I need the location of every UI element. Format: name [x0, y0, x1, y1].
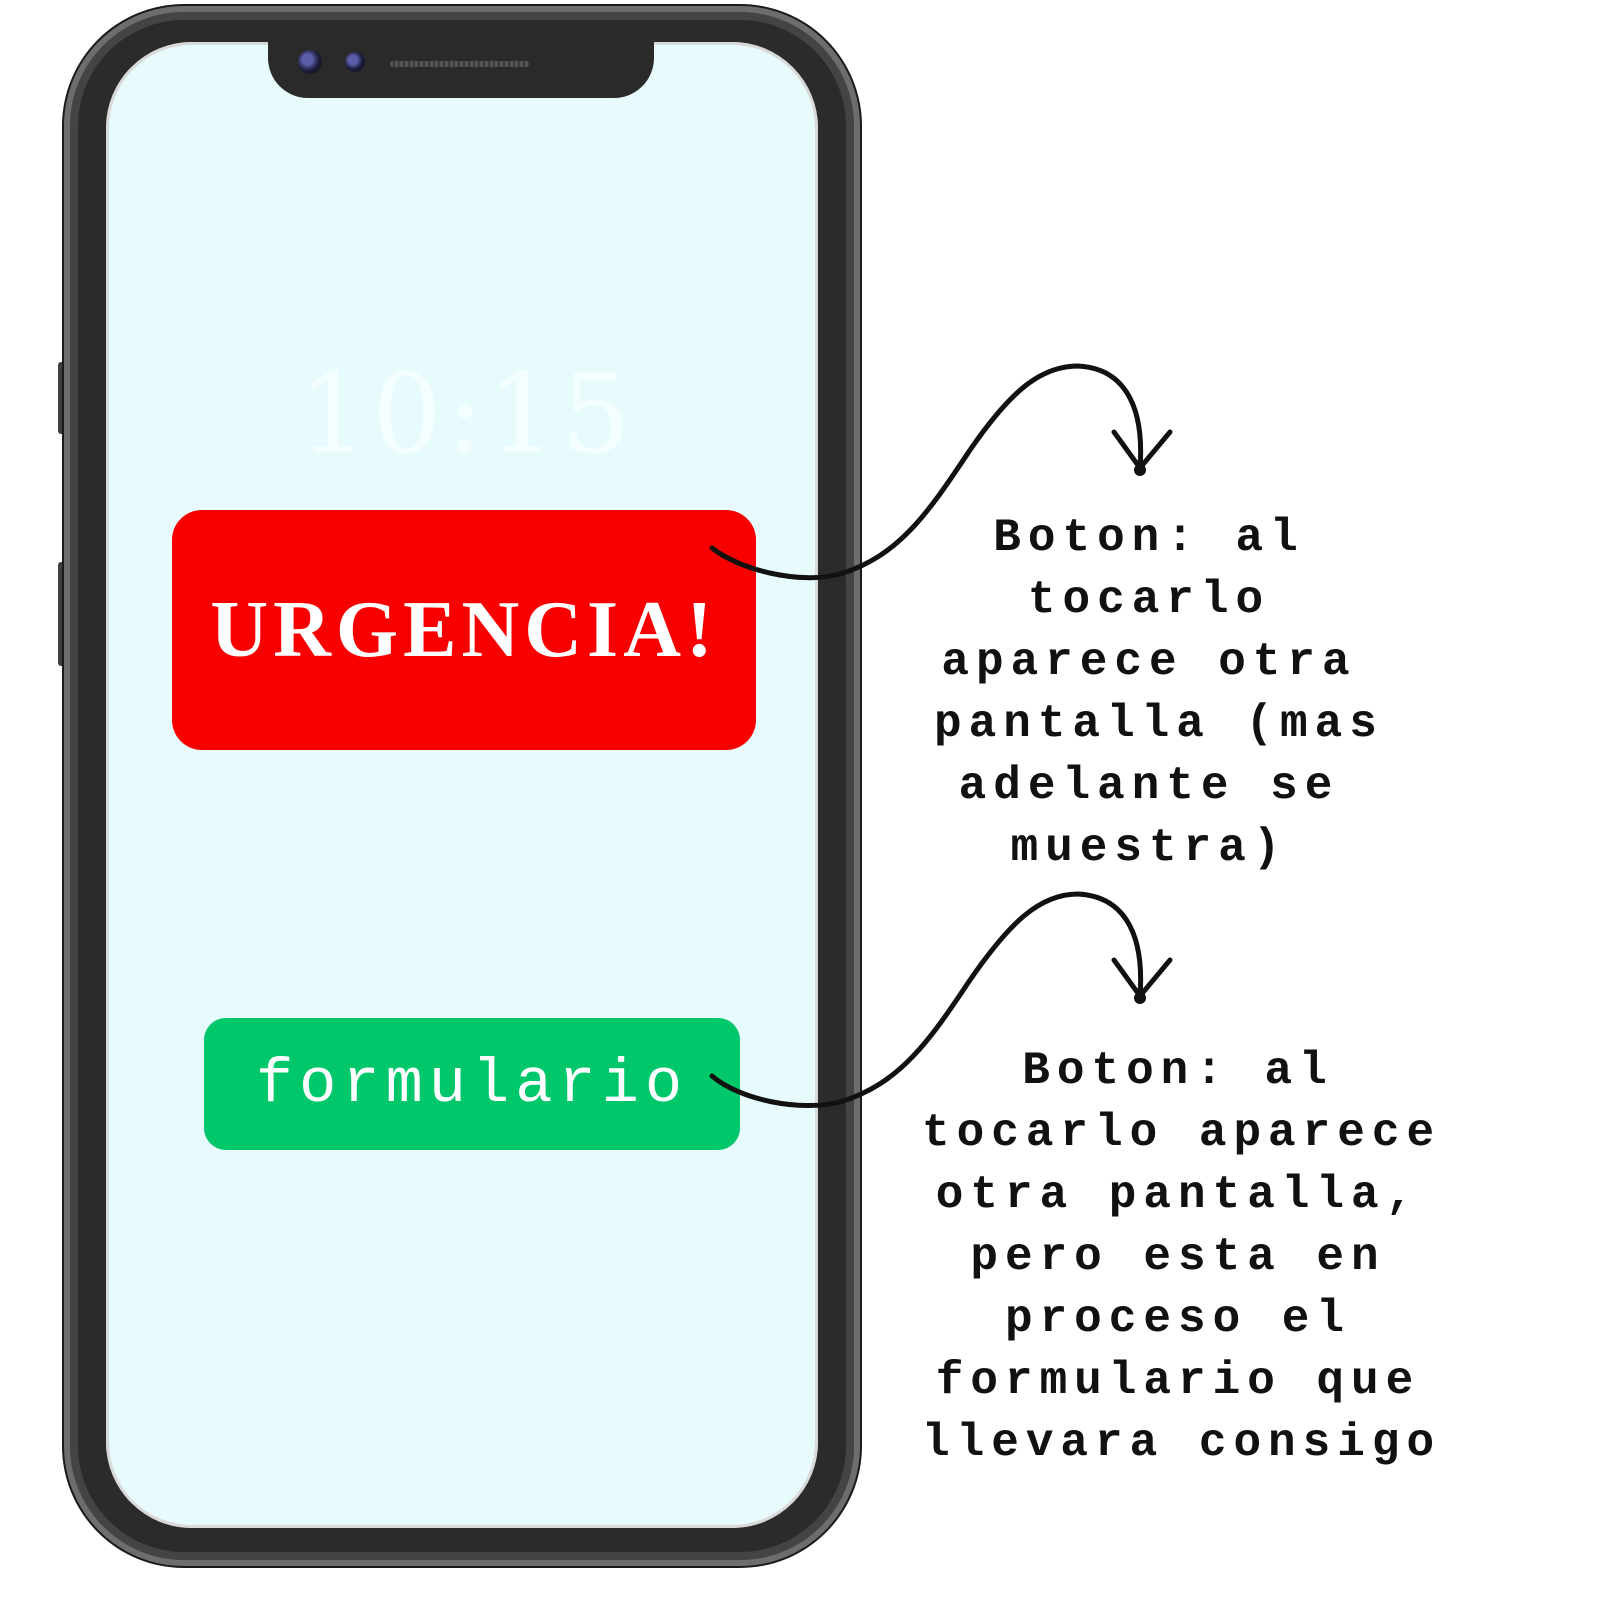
arrowhead-icon [1111, 429, 1173, 471]
front-camera-icon [298, 50, 322, 74]
form-button-label: formulario [255, 1048, 689, 1120]
annotation-line: tocarlo [1027, 574, 1271, 626]
annotation-line: proceso el [1004, 1293, 1352, 1345]
annotation-line: aparece otra [941, 636, 1357, 688]
arrowhead-icon [1111, 957, 1173, 999]
phone-notch [268, 40, 654, 98]
form-button[interactable]: formulario [204, 1018, 740, 1150]
phone-frame [64, 6, 860, 1566]
annotation-line: muestra) [1010, 822, 1288, 874]
annotation-line: llevara consigo [922, 1417, 1442, 1469]
annotation-line: otra pantalla, [935, 1169, 1421, 1221]
volume-up-button[interactable] [58, 362, 68, 434]
front-sensor-icon [345, 52, 365, 72]
earpiece-speaker-icon [390, 61, 530, 67]
annotation-line: Boton: al [1022, 1045, 1334, 1097]
annotation-line: tocarlo aparece [922, 1107, 1442, 1159]
volume-down-button[interactable] [58, 562, 68, 666]
annotation-line: formulario que [935, 1355, 1421, 1407]
emergency-button-label: URGENCIA! [210, 585, 718, 674]
lockscreen-clock: 10:15 [298, 350, 636, 478]
emergency-button-annotation: Boton: al tocarlo aparece otra pantalla … [934, 507, 1384, 879]
phone-screen [106, 42, 818, 1528]
annotation-line: pantalla (mas [934, 698, 1384, 750]
annotation-line: pero esta en [970, 1231, 1386, 1283]
annotation-line: adelante se [958, 760, 1340, 812]
form-button-annotation: Boton: al tocarlo aparece otra pantalla,… [922, 1040, 1434, 1474]
annotation-line: Boton: al [993, 512, 1305, 564]
emergency-button[interactable]: URGENCIA! [172, 510, 756, 750]
